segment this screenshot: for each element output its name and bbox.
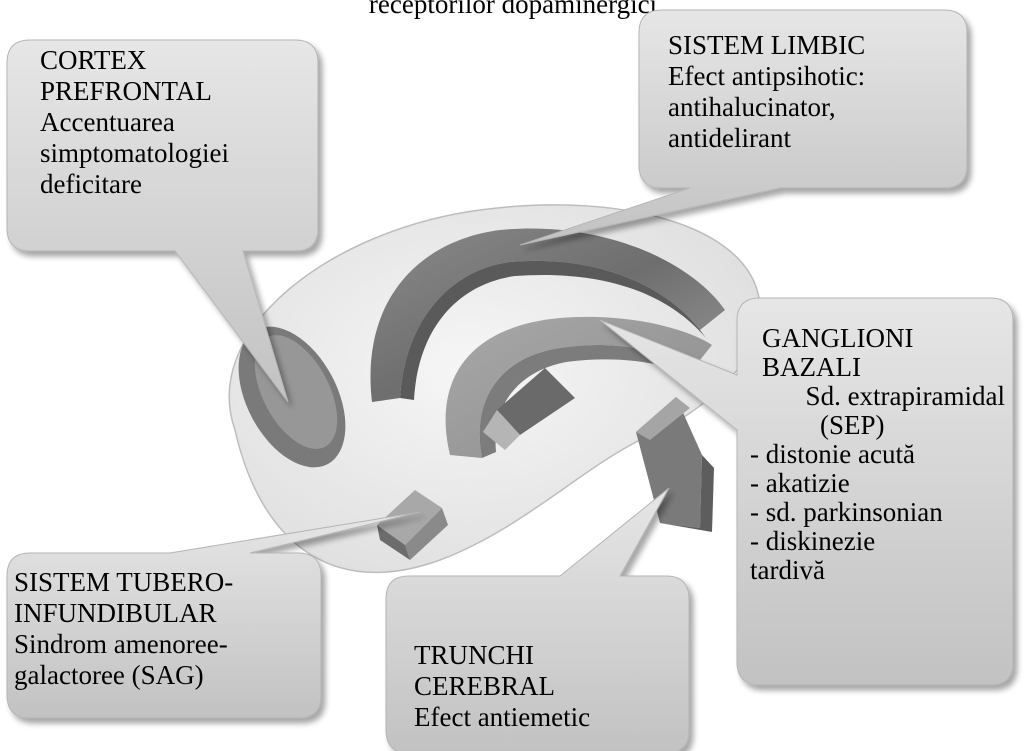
ganglioni-title-line2: BAZALI: [762, 352, 861, 382]
ganglioni-title-line1: GANGLIONI: [762, 323, 914, 353]
cortex-text-line3: deficitare: [40, 169, 142, 199]
trunchi-callout-box: [385, 487, 690, 751]
tubero-text-line1: Sindrom amenoree-: [14, 629, 228, 659]
ganglioni-text-line1: Sd. extrapiramidal: [805, 381, 1005, 411]
trunchi-title-line2: CEREBRAL: [414, 671, 556, 701]
cortex-text-line1: Accentuarea: [40, 107, 175, 137]
limbic-title: SISTEM LIMBIC: [668, 30, 866, 60]
ganglioni-item-1: - distonie acută: [750, 439, 915, 469]
cortex-callout: CORTEX PREFRONTAL Accentuarea simptomato…: [40, 45, 229, 200]
ganglioni-callout: GANGLIONI BAZALI Sd. extrapiramidal (SEP…: [750, 324, 1005, 585]
tubero-block-shape: [377, 490, 442, 545]
limbic-text-line3: antidelirant: [668, 123, 791, 153]
ganglioni-item-2: - akatizie: [750, 468, 850, 498]
limbic-arc-shape: [370, 228, 725, 402]
tubero-title-line2: INFUNDIBULAR: [14, 598, 217, 628]
cortex-title-line1: CORTEX: [40, 45, 147, 75]
ganglioni-text-line2: (SEP): [820, 410, 885, 440]
limbic-callout-box: [519, 9, 968, 246]
cortex-callout-box: [6, 39, 319, 403]
diagram-title: receptorilor dopaminergici: [368, 0, 658, 19]
trunchi-title-line1: TRUNCHI: [414, 640, 534, 670]
ganglioni-callout-box: [599, 297, 1014, 686]
tubero-text-line2: galactoree (SAG): [14, 660, 204, 690]
tubero-callout: SISTEM TUBERO- INFUNDIBULAR Sindrom amen…: [14, 567, 233, 691]
ganglioni-item-4: - diskinezie: [750, 526, 876, 556]
tubero-title-line1: SISTEM TUBERO-: [14, 567, 234, 597]
inner-block-shape: [497, 368, 575, 435]
cortex-text-line2: simptomatologiei: [40, 138, 229, 168]
trunchi-callout: TRUNCHI CEREBRAL Efect antiemetic: [414, 640, 590, 733]
cortex-title-line2: PREFRONTAL: [40, 76, 212, 106]
basal-ganglia-shape: [445, 316, 712, 458]
ganglioni-item-5: tardivă: [750, 555, 825, 585]
limbic-text-line1: Efect antipsihotic:: [668, 61, 866, 91]
tubero-callout-box: [6, 511, 421, 719]
limbic-text-line2: antihalucinator,: [668, 92, 836, 122]
limbic-callout: SISTEM LIMBIC Efect antipsihotic: antiha…: [668, 30, 865, 154]
trunchi-text-line1: Efect antiemetic: [414, 702, 591, 732]
ganglioni-item-3: - sd. parkinsonian: [750, 497, 943, 527]
